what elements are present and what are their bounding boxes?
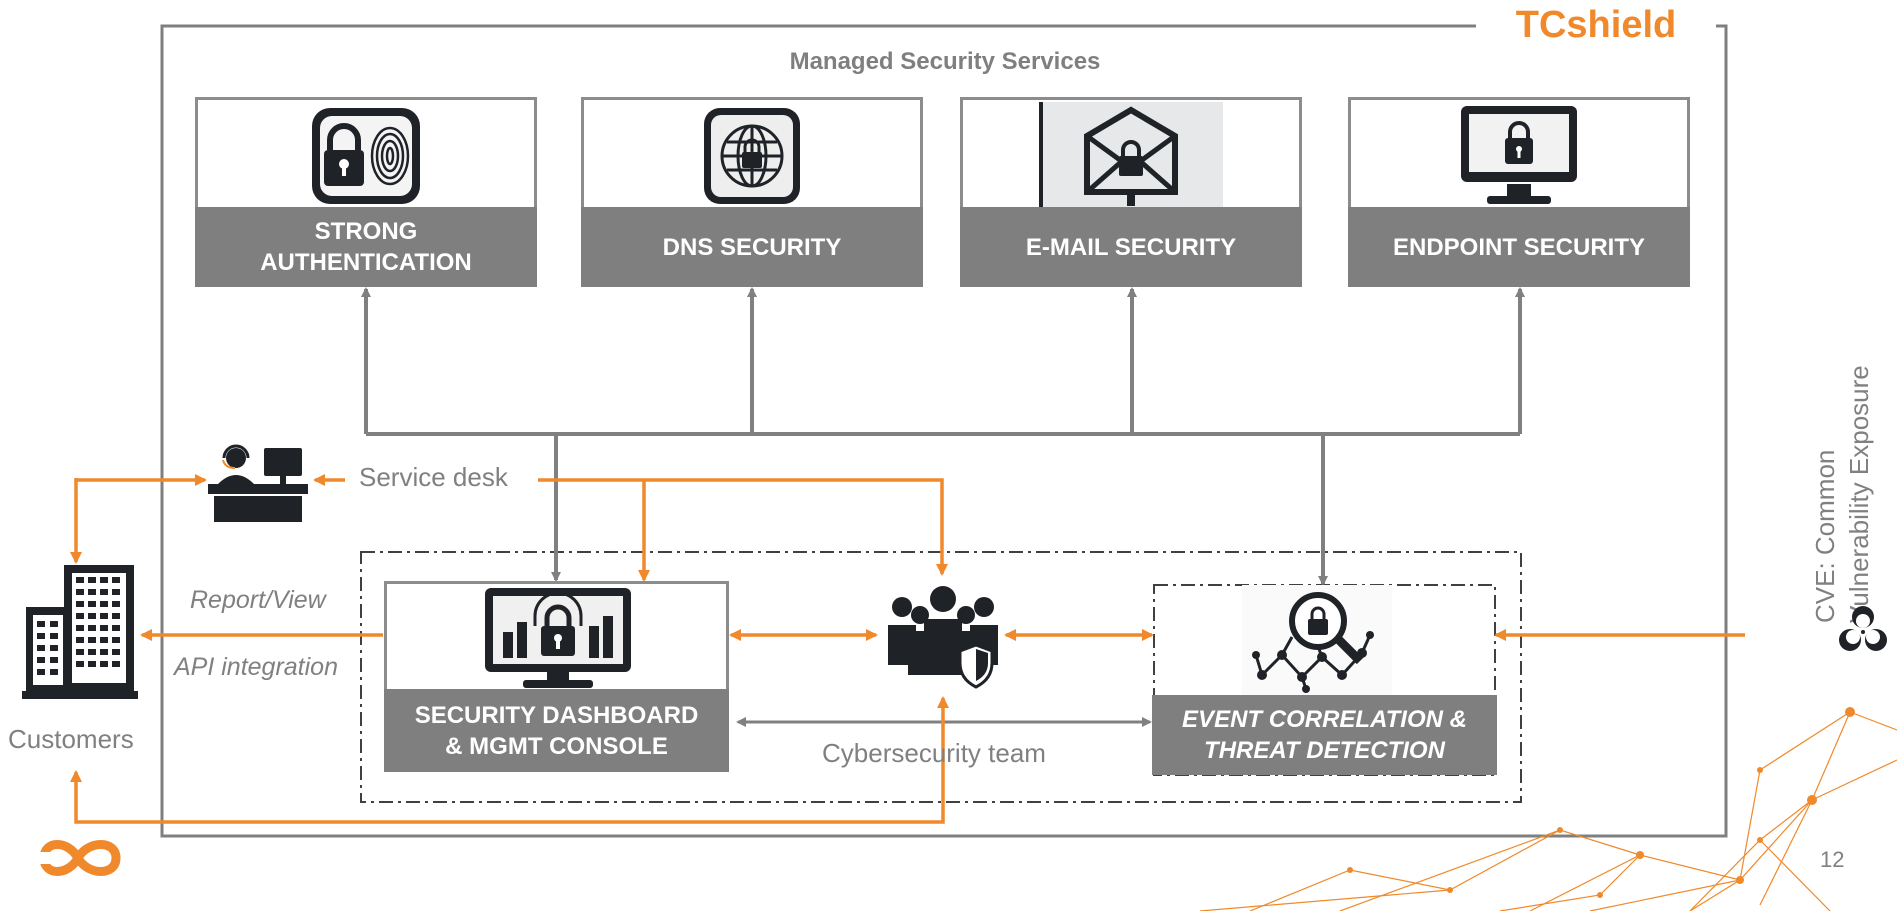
dashboard-label-line: SECURITY DASHBOARD [414, 701, 699, 729]
dashboard-label-line: & MGMT CONSOLE [445, 732, 668, 760]
orange-flows [70, 474, 1745, 824]
service-label-line: AUTHENTICATION [260, 249, 472, 276]
tcshield-frame [160, 24, 1728, 838]
monitor-lock-icon [1351, 102, 1687, 210]
api-integration-label: API integration [174, 653, 338, 681]
service-card-endpoint-security: ENDPOINT SECURITY [1348, 97, 1690, 287]
network-nodes [1347, 707, 1855, 898]
page-number: 12 [1820, 847, 1845, 872]
service-label-line: ENDPOINT SECURITY [1392, 233, 1646, 261]
network-search-lock-icon [1242, 585, 1392, 700]
team-shield-icon [884, 585, 1002, 700]
report-view-label: Report/View [190, 586, 326, 614]
service-desk-agent-icon [206, 440, 310, 529]
service-card-email-security: E-MAIL SECURITY [960, 97, 1302, 287]
buildings-icon [22, 563, 138, 708]
envelope-lock-icon [963, 102, 1299, 210]
customers-label: Customers [8, 724, 134, 754]
globe-lock-icon [584, 102, 920, 210]
cve-label-line: CVE: Common [1810, 449, 1840, 623]
security-dashboard-card: SECURITY DASHBOARD & MGMT CONSOLE [384, 581, 729, 772]
service-label-line: E-MAIL SECURITY [1025, 233, 1237, 261]
event-label-line: EVENT CORRELATION & [1182, 706, 1467, 733]
cve-label-line: Vulnerability Exposure [1844, 365, 1874, 623]
dashboard-lock-icon [479, 586, 637, 695]
service-card-strong-authentication: STRONG AUTHENTICATION [195, 97, 537, 287]
service-desk-label: Service desk [359, 462, 508, 492]
infinity-logo-icon [38, 838, 122, 883]
brand-title: TCshield [1476, 0, 1716, 50]
biohazard-icon [1835, 604, 1891, 665]
service-label-line: DNS SECURITY [662, 233, 842, 261]
service-label-line: STRONG [314, 218, 418, 245]
cybersecurity-team-label: Cybersecurity team [822, 738, 1046, 768]
event-label-line: THREAT DETECTION [1204, 737, 1445, 764]
service-card-dns-security: DNS SECURITY [581, 97, 923, 287]
service-bus [361, 287, 1525, 727]
cve-label: CVE: Common Vulnerability Exposure [1808, 363, 1876, 623]
event-correlation-card: EVENT CORRELATION & THREAT DETECTION [1152, 585, 1497, 775]
lock-fingerprint-icon [198, 102, 534, 210]
section-title: Managed Security Services [789, 48, 1101, 75]
